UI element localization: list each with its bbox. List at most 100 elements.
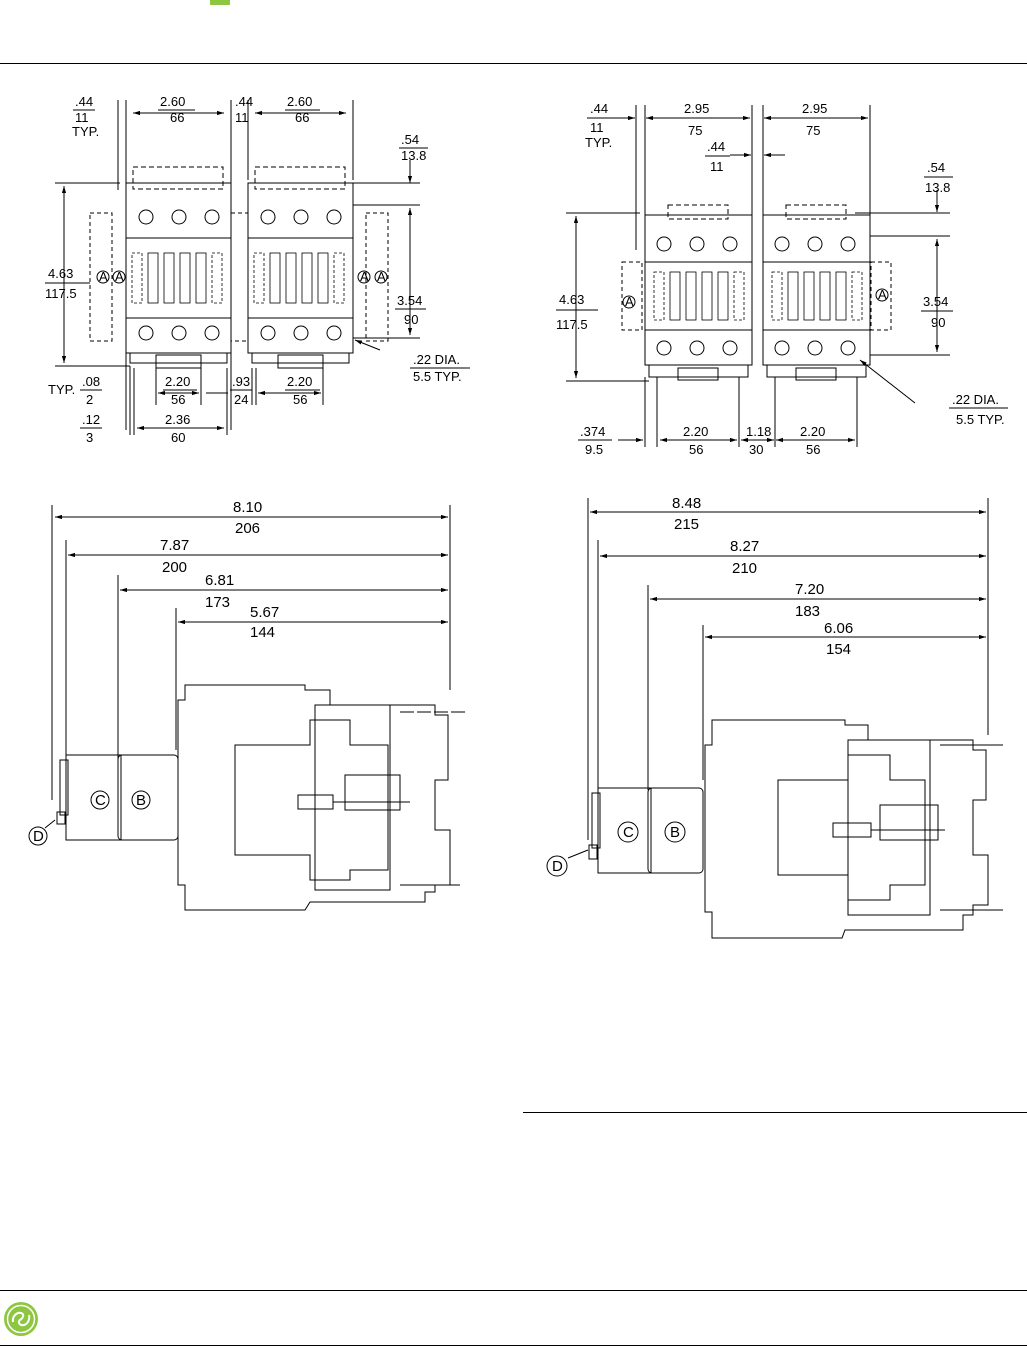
side-view-c-labels: 8.10 206 7.87 200 6.81 173 5.67 144 C B … — [28, 499, 279, 846]
dim-a-mount-in: 3.54 — [397, 293, 422, 308]
callout-b-1: A — [625, 294, 634, 309]
dim-b-height-mm: 117.5 — [556, 317, 588, 332]
front-view-b — [566, 105, 950, 447]
dim-b-edge-mm: 9.5 — [585, 442, 603, 457]
dim-a-gap-mm: 11 — [235, 110, 249, 125]
dim-a-mount1-in: 2.20 — [165, 374, 190, 389]
dim-b-hole-in: .22 DIA. — [952, 392, 999, 407]
ge-logo-icon — [4, 1302, 38, 1336]
dim-a-small-in: .08 — [82, 374, 100, 389]
dim-b-width1-in: 2.95 — [684, 101, 709, 116]
interlock-mid — [230, 212, 249, 342]
dim-b-mount1-in: 2.20 — [683, 424, 708, 439]
section-rule — [523, 1112, 1027, 1113]
header-accent-mark — [210, 0, 230, 5]
dim-c-3-in: 6.81 — [205, 572, 234, 589]
terminal-slots-a — [131, 252, 345, 304]
dim-b-top-mm: 13.8 — [925, 180, 950, 195]
callout-d-c: C — [623, 824, 634, 841]
dim-b-mount-mm: 90 — [931, 315, 945, 330]
dim-c-1-in: 8.10 — [233, 499, 262, 516]
dim-b-typgap-typ: TYP. — [585, 135, 612, 150]
dim-a-width1-in: 2.60 — [160, 94, 185, 109]
side-view-c — [44, 505, 465, 911]
terminal-slots-b — [653, 271, 863, 321]
module-b-body-d — [647, 787, 704, 874]
dim-a-mount1-mm: 56 — [171, 392, 185, 407]
module-c-body — [65, 754, 122, 841]
dim-a-width1-mm: 66 — [170, 110, 184, 125]
callout-a-3: A — [360, 269, 369, 284]
dim-a-top-mm: 13.8 — [401, 148, 426, 163]
dim-a-base-mm: 60 — [171, 430, 185, 445]
dim-a-mount-mm: 90 — [404, 312, 418, 327]
dim-b-width1-mm: 75 — [688, 123, 702, 138]
dim-d-3-in: 7.20 — [795, 581, 824, 598]
dim-a-base-in: 2.36 — [165, 412, 190, 427]
dim-b-edge-in: .374 — [580, 424, 605, 439]
side-aux-right — [365, 212, 389, 342]
label-a-callouts — [96, 270, 388, 284]
dim-d-1-mm: 215 — [674, 516, 699, 533]
dim-b-width2-mm: 75 — [806, 123, 820, 138]
side-view-d — [567, 498, 1003, 939]
dim-c-2-in: 7.87 — [160, 537, 189, 554]
footer-rule-top — [0, 1290, 1027, 1291]
dim-b-mountgap-in: 1.18 — [746, 424, 771, 439]
dim-c-4-mm: 144 — [250, 624, 275, 641]
dim-b-mount1-mm: 56 — [689, 442, 703, 457]
side-view-d-labels: 8.48 215 8.27 210 7.20 183 6.06 154 C B … — [546, 495, 853, 877]
callout-c-b: B — [136, 792, 146, 809]
dim-d-4-mm: 154 — [826, 641, 851, 658]
dim-a-height-mm: 117.5 — [45, 286, 77, 301]
dim-b-width2-in: 2.95 — [802, 101, 827, 116]
callout-a-2: A — [115, 269, 124, 284]
dim-c-1-mm: 206 — [235, 520, 260, 537]
module-b-body — [117, 754, 179, 841]
dim-a-mountgap-mm: 24 — [234, 392, 248, 407]
top-module-dashed — [132, 166, 224, 190]
dim-b-height-in: 4.63 — [559, 292, 584, 307]
header-rule — [0, 63, 1027, 64]
dim-c-3-mm: 173 — [205, 594, 230, 611]
dim-c-4-in: 5.67 — [250, 604, 279, 621]
dim-a-height-in: 4.63 — [48, 266, 73, 281]
callout-c-c: C — [95, 792, 106, 809]
dim-b-mountgap-mm: 30 — [749, 442, 763, 457]
terminal-screws-a — [138, 209, 342, 341]
front-view-a-labels: .44 11 TYP. 2.60 66 .44 11 2.60 66 .54 1… — [45, 94, 470, 445]
front-view-b-labels: .44 11 TYP. 2.95 75 2.95 75 .44 11 .54 1… — [556, 101, 1008, 457]
dim-a-typgap-in: .44 — [75, 94, 93, 109]
dim-a-small-typ: TYP. — [48, 382, 75, 397]
dim-a-edge-mm: 3 — [86, 430, 93, 445]
dim-a-width2-mm: 66 — [295, 110, 309, 125]
dim-b-hole-mm: 5.5 TYP. — [956, 412, 1005, 427]
label-b-callouts — [622, 288, 889, 309]
dim-d-4-in: 6.06 — [824, 620, 853, 637]
dim-c-2-mm: 200 — [162, 559, 187, 576]
footer-rule-bottom — [0, 1345, 1027, 1346]
dim-b-typgap-mm: 11 — [590, 120, 604, 135]
dim-a-edge-in: .12 — [82, 412, 100, 427]
dim-a-mount2-mm: 56 — [293, 392, 307, 407]
callout-c-d: D — [33, 828, 44, 845]
dim-a-top-in: .54 — [401, 132, 419, 147]
dim-a-width2-in: 2.60 — [287, 94, 312, 109]
callout-d-d: D — [552, 858, 563, 875]
front-view-a — [55, 100, 420, 435]
dim-b-mount2-mm: 56 — [806, 442, 820, 457]
contactor-side-outline-d — [704, 719, 989, 939]
dim-b-top-in: .54 — [927, 160, 945, 175]
callout-b-2: A — [878, 287, 887, 302]
contactor-side-outline — [177, 684, 451, 911]
dim-a-mountgap-in: .93 — [232, 374, 250, 389]
dim-a-typgap-typ: TYP. — [72, 124, 99, 139]
dim-d-2-in: 8.27 — [730, 538, 759, 555]
dim-b-typgap-in: .44 — [590, 101, 608, 116]
module-c-body-d — [597, 787, 652, 874]
dim-a-mount2-in: 2.20 — [287, 374, 312, 389]
dim-a-hole-in: .22 DIA. — [413, 352, 460, 367]
terminal-screws-b — [656, 236, 856, 356]
dim-a-gap-in: .44 — [235, 94, 253, 109]
